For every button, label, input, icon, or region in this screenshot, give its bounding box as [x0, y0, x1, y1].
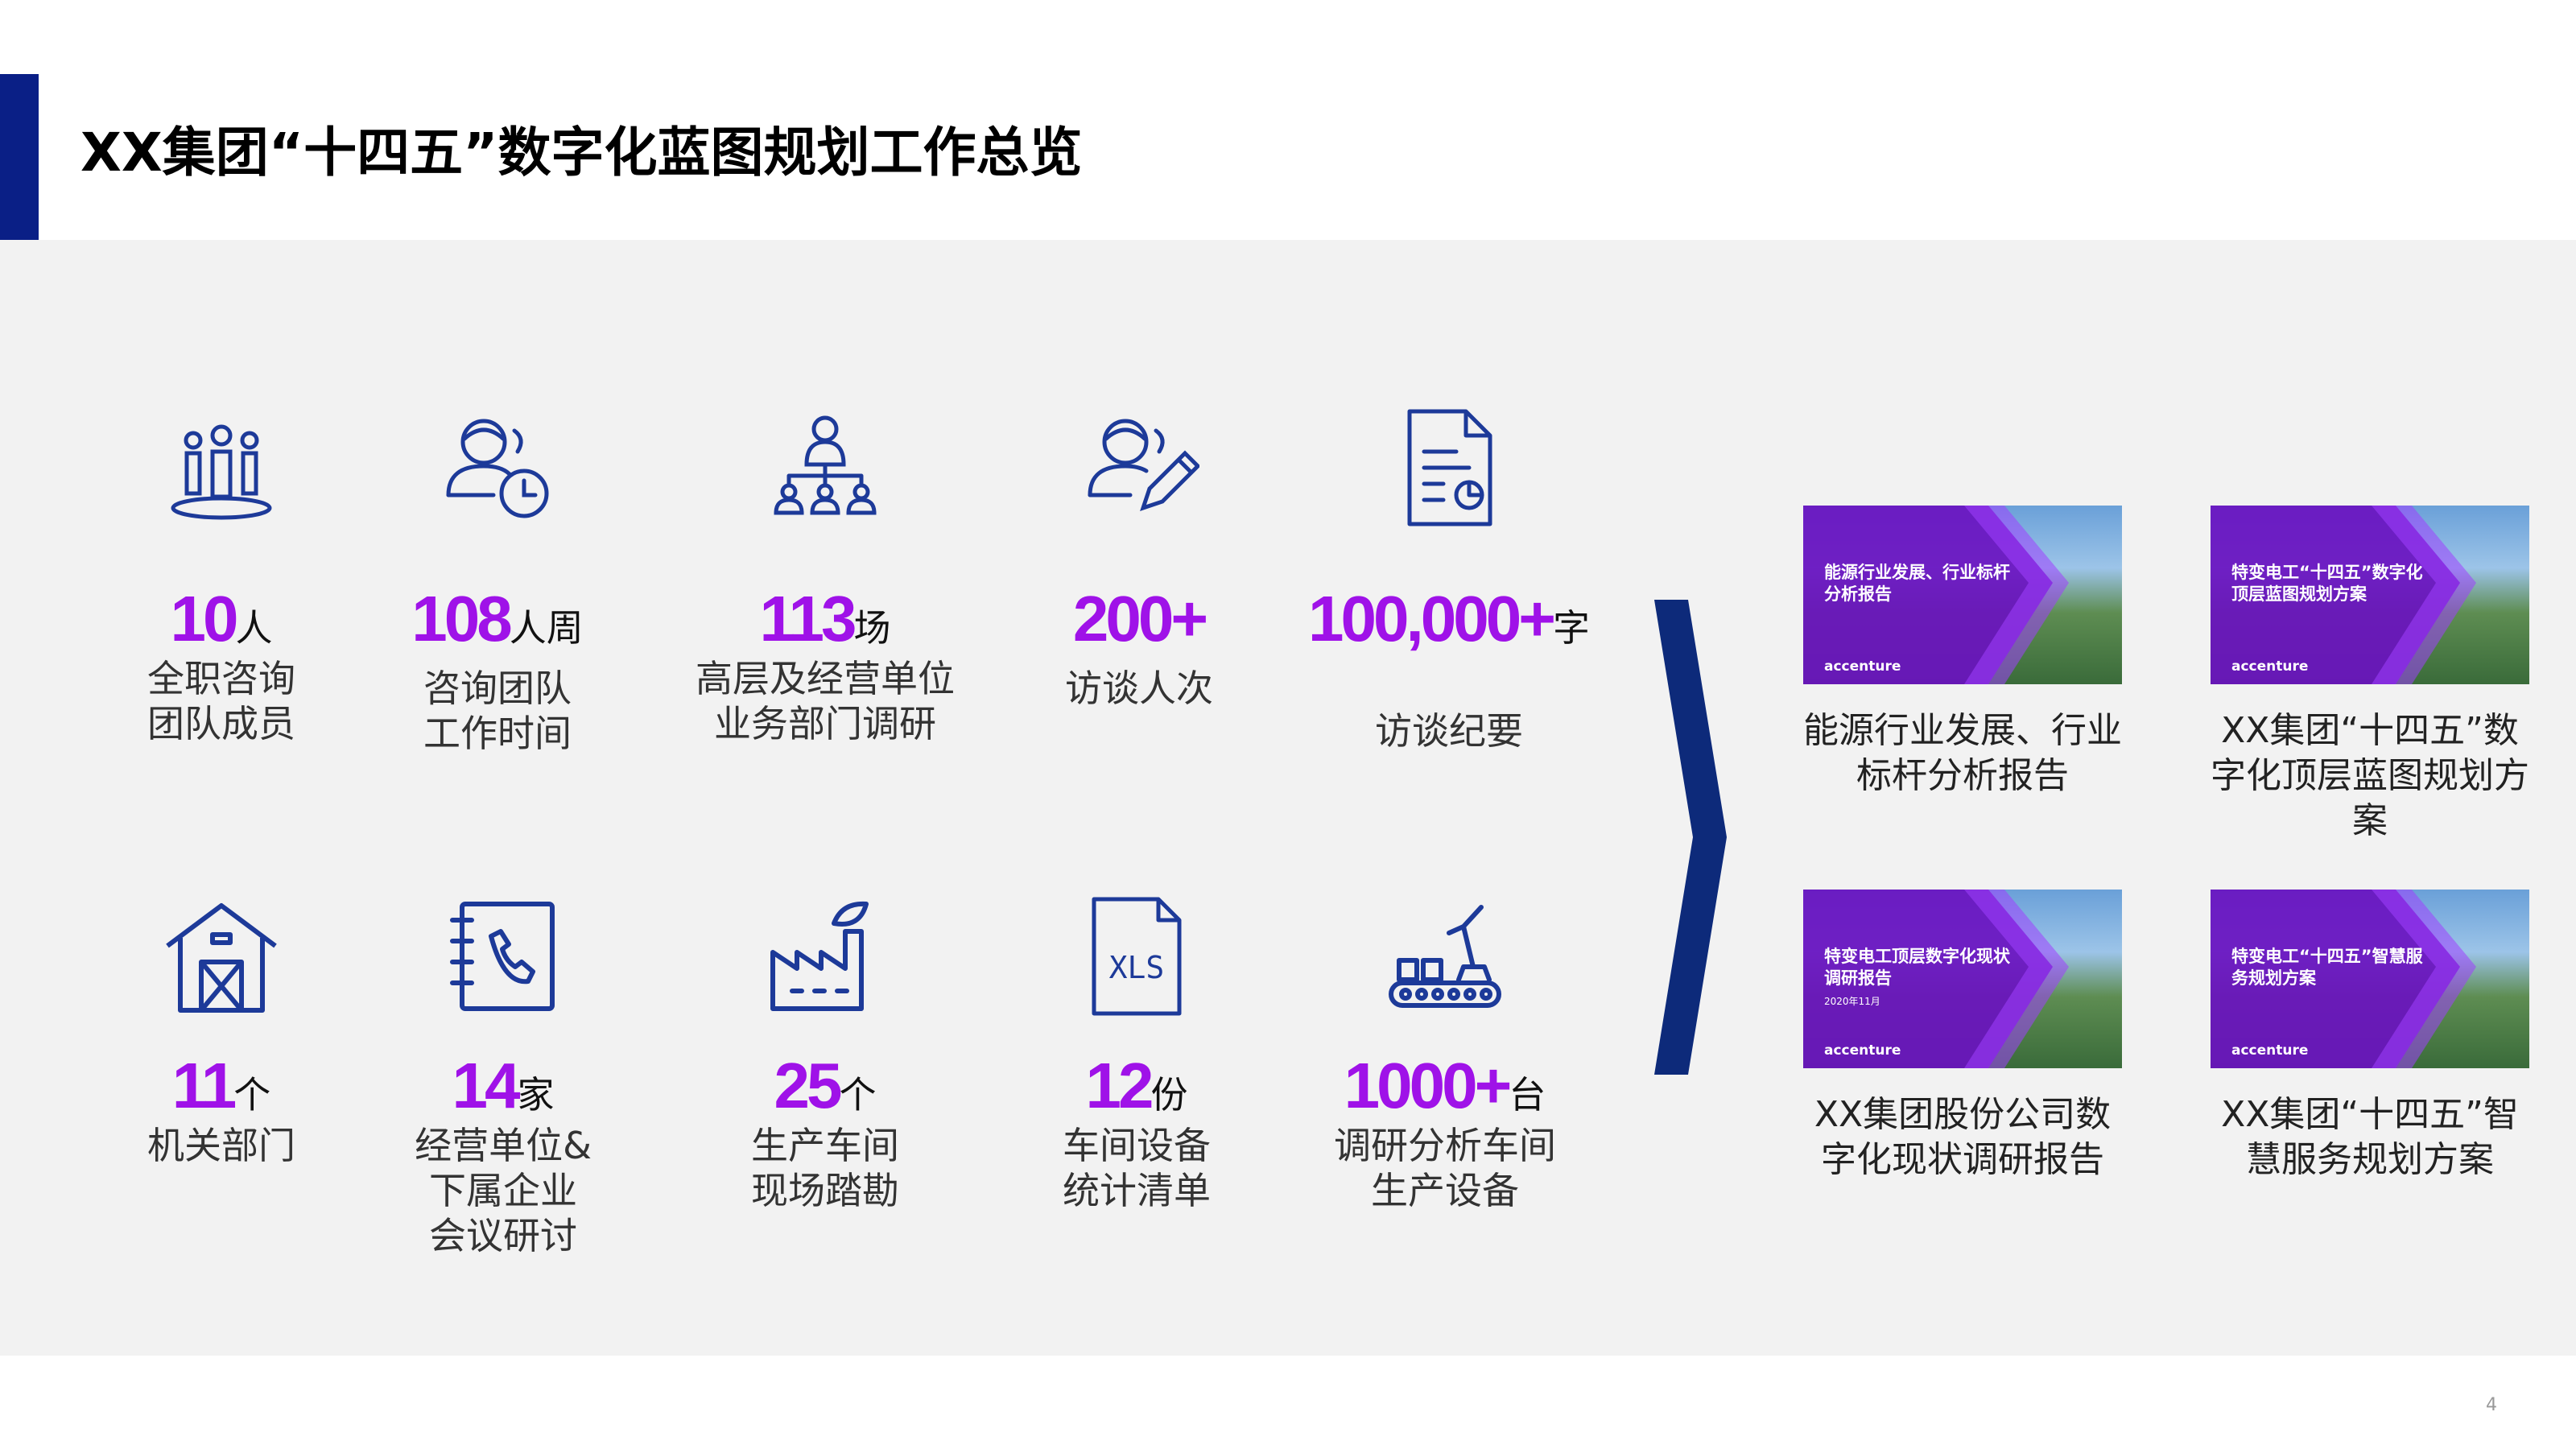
report-label: 能源行业发展、行业标杆分析报告	[1803, 710, 2122, 796]
xls-icon-text: XLS	[1109, 950, 1165, 985]
stat-production-equipment: 1000+台 调研分析车间 生产设备	[1334, 896, 1556, 1212]
stat-number: 113	[759, 583, 857, 654]
purple-banner	[2211, 506, 2476, 684]
stat-desc-line: 下属企业	[429, 1169, 577, 1212]
phone-book-icon	[450, 902, 555, 1011]
stat-interview-notes: 100,000+字 访谈纪要	[1308, 407, 1590, 753]
stat-number: 12	[1085, 1050, 1154, 1121]
purple-banner	[2211, 890, 2476, 1068]
stat-desc-line: 生产设备	[1371, 1169, 1519, 1212]
stat-desc-line: 机关部门	[147, 1124, 295, 1167]
page-title: XX集团“十四五”数字化蓝图规划工作总览	[80, 122, 1083, 184]
stat-desc-line: 调研分析车间	[1334, 1124, 1556, 1167]
stat-number: 14	[452, 1050, 521, 1121]
stat-unit: 人周	[509, 606, 584, 650]
stat-person-weeks: 108人周 咨询团队 工作时间	[411, 407, 584, 755]
report-thumbnail: 特变电工“十四五”数字化顶层蓝图规划方案 accenture	[2211, 506, 2529, 684]
stat-number: 100,000+	[1308, 583, 1556, 654]
brand-logo: accenture	[1824, 1042, 1901, 1059]
stat-desc-line: 访谈纪要	[1375, 709, 1523, 753]
stat-number: 1000+	[1344, 1050, 1513, 1121]
report-card[interactable]: 特变电工“十四五”数字化顶层蓝图规划方案 accenture XX集团“十四五”…	[2211, 506, 2529, 844]
stat-workshops: 25个 生产车间 现场踏勘	[751, 896, 899, 1212]
stat-desc-line: 生产车间	[751, 1124, 899, 1167]
person-clock-icon	[446, 419, 549, 518]
purple-banner	[1803, 890, 2069, 1068]
stat-number: 25	[774, 1050, 843, 1121]
stat-desc-line: 高层及经营单位	[696, 657, 955, 700]
factory-icon	[770, 901, 869, 1011]
warehouse-icon	[166, 903, 277, 1013]
stat-team-members: 10人 全职咨询 团队成员	[147, 407, 295, 745]
stat-desc-line: 咨询团队	[423, 667, 572, 710]
title-accent-bar	[0, 74, 39, 240]
team-members-icon	[171, 424, 272, 520]
stat-desc-line: 业务部门调研	[714, 702, 936, 745]
report-label: XX集团“十四五”智慧服务规划方案	[2221, 1094, 2519, 1180]
report-thumbnail: 特变电工顶层数字化现状调研报告 2020年11月 accenture	[1803, 890, 2122, 1068]
brand-logo: accenture	[2231, 658, 2309, 675]
stat-unit: 份	[1150, 1073, 1188, 1117]
xls-file-icon: XLS	[1092, 897, 1182, 1016]
thumb-title: 能源行业发展、行业标杆分析报告	[1824, 563, 2010, 604]
purple-banner	[1803, 506, 2069, 684]
stat-desc-line: 车间设备	[1063, 1124, 1211, 1167]
stat-unit: 台	[1509, 1073, 1546, 1117]
conveyor-robot-icon	[1389, 905, 1501, 1008]
stat-desc-line: 团队成员	[147, 702, 295, 745]
stat-unit: 个	[839, 1073, 877, 1117]
stat-business-units: 14家 经营单位& 下属企业 会议研讨	[415, 896, 592, 1257]
stat-unit: 家	[517, 1073, 555, 1117]
stat-desc-line: 现场踏勘	[751, 1169, 899, 1212]
document-chart-icon	[1407, 409, 1492, 526]
stat-desc-line: 会议研讨	[429, 1214, 577, 1257]
person-pen-icon	[1088, 419, 1199, 511]
stat-desc-line: 经营单位&	[415, 1124, 592, 1167]
chevron-right-icon	[1654, 600, 1727, 1075]
thumb-title: 特变电工“十四五”智慧服务规划方案	[2231, 947, 2423, 988]
report-label: XX集团股份公司数字化现状调研报告	[1814, 1094, 2112, 1180]
brand-logo: accenture	[1824, 658, 1901, 675]
report-thumbnail: 特变电工“十四五”智慧服务规划方案 accenture	[2211, 890, 2529, 1068]
stat-interviewees: 200+ 访谈人次	[1065, 407, 1213, 710]
stat-number: 108	[411, 583, 513, 654]
hierarchy-org-icon	[774, 415, 877, 515]
stat-desc-line: 统计清单	[1063, 1169, 1211, 1212]
stat-number: 10	[170, 583, 239, 654]
brand-logo: accenture	[2231, 1042, 2309, 1059]
thumb-date: 2020年11月	[1824, 996, 1880, 1007]
report-label: XX集团“十四五”数字化顶层蓝图规划方案	[2211, 710, 2529, 841]
stat-desc-line: 访谈人次	[1065, 667, 1213, 710]
report-thumbnail: 能源行业发展、行业标杆分析报告 accenture	[1803, 506, 2122, 684]
content-panel	[0, 240, 2576, 1356]
thumb-title: 特变电工“十四五”数字化顶层蓝图规划方案	[2231, 563, 2423, 604]
page-number: 4	[2486, 1395, 2497, 1415]
stat-unit: 字	[1552, 606, 1590, 650]
stat-desc-line: 全职咨询	[147, 657, 295, 700]
report-card[interactable]: 特变电工顶层数字化现状调研报告 2020年11月 accenture XX集团股…	[1803, 890, 2122, 1183]
report-card[interactable]: 特变电工“十四五”智慧服务规划方案 accenture XX集团“十四五”智慧服…	[2211, 890, 2529, 1183]
stat-unit: 人	[235, 606, 273, 650]
stat-interview-sessions: 113场 高层及经营单位 业务部门调研	[696, 407, 955, 745]
stat-number: 200+	[1072, 583, 1208, 654]
stat-unit: 场	[853, 606, 891, 650]
stat-number: 11	[171, 1050, 237, 1121]
thumb-title: 特变电工顶层数字化现状调研报告	[1824, 947, 2010, 988]
report-card[interactable]: 能源行业发展、行业标杆分析报告 accenture 能源行业发展、行业标杆分析报…	[1803, 506, 2122, 799]
stat-unit: 个	[233, 1073, 271, 1117]
stat-equipment-lists: XLS 12份 车间设备 统计清单	[1063, 896, 1211, 1212]
stat-desc-line: 工作时间	[423, 712, 572, 755]
stat-departments: 11个 机关部门	[147, 896, 295, 1167]
